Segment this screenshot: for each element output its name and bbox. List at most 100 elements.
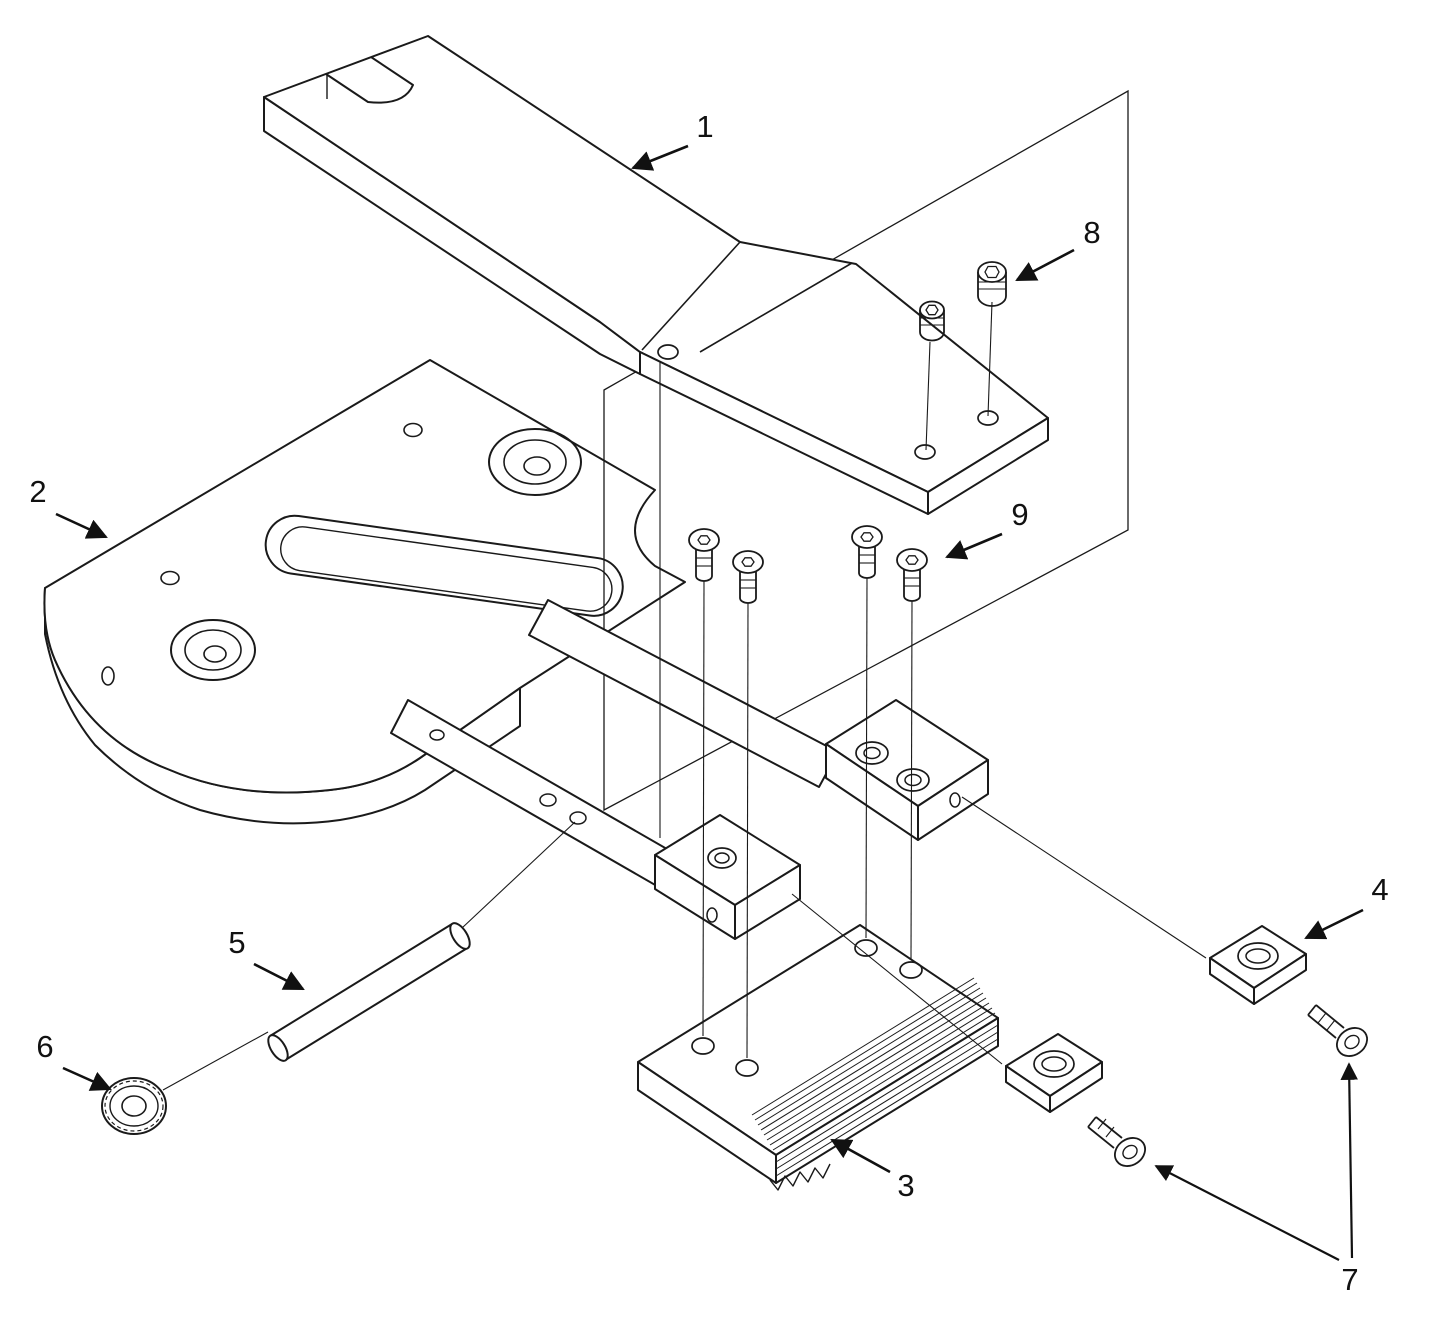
- lever-bend-line-2: [699, 262, 853, 353]
- nut-plate-middle-hole-outer: [1033, 1050, 1075, 1078]
- clamp-arm-upper-block: [825, 699, 989, 841]
- callout-7-arrow-b: [1154, 1165, 1340, 1261]
- plug-outer: [101, 1077, 167, 1135]
- callout-3: 3: [830, 1138, 915, 1203]
- clamp-arm-lower-bar: [390, 699, 701, 902]
- button-screw-4: [896, 548, 928, 602]
- base-plate-slot: [264, 514, 624, 617]
- button-screw-2: [732, 550, 764, 604]
- axis-block-to-nut-right: [961, 796, 1207, 959]
- part-1-clamp-lever: [263, 35, 1049, 515]
- axis-button-screw-3: [865, 577, 868, 939]
- counterbore-1-mid: [503, 439, 567, 485]
- hex-socket-icon: [905, 555, 919, 565]
- counterbore-1-outer: [488, 428, 582, 496]
- plug-ring: [109, 1085, 159, 1127]
- button-screw-3: [851, 525, 883, 579]
- lower-bar-hole-1: [429, 729, 445, 741]
- callout-9-label: 9: [1011, 497, 1028, 532]
- nut-plate-right-hole-outer: [1237, 942, 1279, 970]
- lower-bar-hole-3: [569, 811, 587, 825]
- callout-3-label: 3: [897, 1168, 914, 1203]
- callout-1-arrow: [631, 144, 689, 171]
- part-4-nut-plate-right: [1209, 925, 1307, 1005]
- callout-9-arrow: [945, 532, 1003, 560]
- lower-block-side-hole: [706, 907, 718, 923]
- callout-7-label: 7: [1341, 1262, 1358, 1297]
- axis-button-screw-1: [702, 580, 705, 1037]
- upper-block-hole-1-outer: [855, 741, 889, 765]
- axis-plug-to-pin: [162, 1031, 269, 1091]
- clamp-arm-lower-block: [654, 814, 801, 940]
- flathead-screw-right: [1307, 1004, 1368, 1057]
- part-6-threaded-plug: [101, 1077, 167, 1135]
- part-3-serrated-jaw: [637, 924, 999, 1191]
- counterbore-1-hole: [523, 456, 551, 476]
- callout-7-arrow-a: [1340, 1062, 1359, 1259]
- upper-block-hole-2: [904, 773, 922, 787]
- nut-plate-middle-hole: [1041, 1056, 1067, 1072]
- upper-block-hole-1: [863, 746, 881, 760]
- lever-foot-right-face: [927, 417, 1049, 515]
- plug-thread-ring: [104, 1080, 164, 1132]
- plate-hole-small-1: [403, 422, 423, 438]
- lower-bar-hole-2: [539, 793, 557, 807]
- callout-4-label: 4: [1371, 872, 1388, 907]
- hex-socket-icon: [697, 535, 711, 545]
- jaw-hole-3: [854, 939, 878, 957]
- jaw-hole-4: [899, 961, 923, 979]
- callout-6: 6: [36, 1029, 112, 1091]
- part-7-flathead-screws: [1087, 1004, 1368, 1167]
- upper-block-right-face: [917, 759, 989, 841]
- callout-5: 5: [228, 925, 305, 991]
- callout-9: 9: [945, 497, 1029, 560]
- base-plate-top-face: [43, 359, 686, 794]
- jaw-hole-2: [735, 1059, 759, 1077]
- clamp-arm-upper-bar: [528, 599, 839, 788]
- callout-4: 4: [1304, 872, 1389, 940]
- part-4-nut-plate-middle: [1005, 1033, 1103, 1113]
- callout-7: 7: [1154, 1062, 1359, 1297]
- hex-socket-icon: [741, 557, 755, 567]
- callouts: 1 2 3 4 5 6 7 8: [29, 109, 1388, 1297]
- axis-pin-to-arm: [461, 821, 576, 929]
- part-9-button-screws: [688, 525, 928, 604]
- callout-1: 1: [631, 109, 714, 171]
- callout-3-arrow: [830, 1138, 891, 1174]
- jaw-serrations: [751, 977, 999, 1177]
- set-screw-left: [919, 300, 945, 342]
- lever-bend-line-1: [641, 241, 741, 351]
- nut-plate-right-hole: [1245, 948, 1271, 964]
- base-plate-slot-floor: [280, 526, 613, 612]
- lower-block-hole: [714, 852, 730, 864]
- hex-socket-icon: [984, 265, 1000, 279]
- axis-button-screw-2: [746, 602, 749, 1059]
- plate-side-hole: [101, 666, 115, 686]
- set-screw-right: [977, 261, 1007, 307]
- callout-6-arrow: [62, 1066, 112, 1091]
- upper-block-side-hole: [949, 792, 961, 808]
- lower-block-hole-outer: [707, 847, 737, 869]
- part-8-set-screws: [919, 261, 1007, 342]
- axis-set-screw-left: [925, 341, 931, 451]
- button-screw-1: [688, 528, 720, 582]
- plug-socket: [121, 1095, 147, 1117]
- lever-pivot-hole: [657, 344, 679, 360]
- callout-2-arrow: [55, 512, 108, 539]
- counterbore-2-outer: [170, 619, 256, 681]
- lower-block-right-face: [734, 864, 801, 940]
- callout-4-arrow: [1304, 908, 1364, 940]
- callout-6-label: 6: [36, 1029, 53, 1064]
- part-2-base-plate: [43, 359, 686, 825]
- pin-end-right: [449, 922, 471, 950]
- hex-socket-icon: [925, 304, 939, 316]
- callout-8: 8: [1015, 215, 1101, 282]
- part-5-pin: [267, 922, 471, 1062]
- upper-block-hole-2-outer: [896, 768, 930, 792]
- axis-set-screw-right: [987, 301, 993, 417]
- callout-8-arrow: [1015, 248, 1075, 282]
- axis-block-to-nut-middle: [791, 893, 1003, 1065]
- plate-hole-small-2: [160, 570, 180, 586]
